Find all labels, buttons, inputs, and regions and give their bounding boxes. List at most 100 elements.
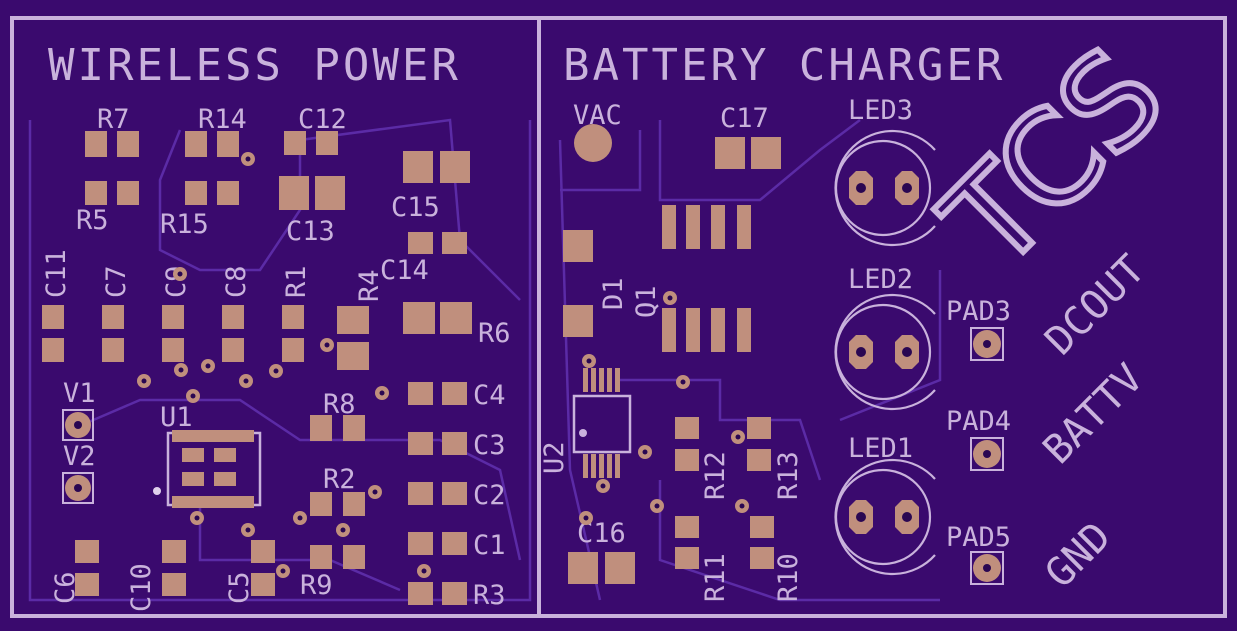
- c2-pad-1: [408, 482, 433, 505]
- r8-pad-1: [310, 415, 332, 441]
- q1-pad-5: [662, 308, 676, 352]
- vac-label: VAC: [573, 100, 622, 131]
- battery-charger-title: BATTERY CHARGER: [563, 40, 1005, 91]
- r8-label: R8: [323, 389, 356, 420]
- c6-label: C6: [50, 571, 81, 604]
- u2-pin-b5: [615, 454, 620, 478]
- vac-pad: [574, 124, 612, 162]
- c4-label: C4: [473, 380, 506, 411]
- c7-pad-2: [102, 338, 124, 362]
- pad3: PAD3: [946, 296, 1011, 361]
- c12-pad-2: [316, 131, 338, 155]
- led2-label: LED2: [848, 264, 913, 295]
- u1-label: U1: [160, 402, 193, 433]
- q1-pad-2: [686, 205, 700, 249]
- r5-pad-2: [117, 181, 139, 205]
- c17-label: C17: [720, 103, 769, 134]
- r7-pad-1: [85, 131, 107, 157]
- q1-label: Q1: [631, 285, 662, 318]
- pad5-label: PAD5: [946, 522, 1011, 553]
- c8-pad-1: [222, 305, 244, 329]
- c4-pad-2: [442, 382, 467, 405]
- d1-pad-1: [563, 230, 593, 262]
- c6-pad-1: [75, 540, 99, 563]
- u2-label: U2: [539, 441, 570, 474]
- r2-label: R2: [323, 464, 356, 495]
- u2-pin-t3: [599, 368, 604, 392]
- r14-pad-1: [185, 131, 207, 157]
- r1-pad-2: [282, 338, 304, 362]
- left-components: R7 R14 C12 R5 R15 C13 C15 C14 R6: [41, 104, 511, 612]
- u2-outline: [572, 394, 632, 454]
- r9-label: R9: [300, 570, 333, 601]
- r1-label: R1: [281, 265, 312, 298]
- u2-pin-t2: [591, 368, 596, 392]
- r3-pad-1: [408, 582, 433, 605]
- pad3-label: PAD3: [946, 296, 1011, 327]
- u2-pin-b1: [583, 454, 588, 478]
- v1-outline: [62, 409, 94, 441]
- c17-pad-1: [715, 137, 745, 169]
- r3-pad-2: [442, 582, 467, 605]
- q1-pad-3: [711, 205, 725, 249]
- r10-pad-2: [750, 547, 774, 569]
- r9-pad-2: [343, 545, 365, 569]
- r13-pad-2: [747, 449, 771, 471]
- u2-pin-t1: [583, 368, 588, 392]
- r4-pad-2: [337, 342, 369, 370]
- c5-pad-2: [251, 573, 275, 596]
- r5-label: R5: [76, 205, 109, 236]
- c10-pad-1: [162, 540, 186, 563]
- r15-label: R15: [160, 209, 209, 240]
- q1-pad-6: [686, 308, 700, 352]
- c8-pad-2: [222, 338, 244, 362]
- c4-pad-1: [408, 382, 433, 405]
- c17-pad-2: [751, 137, 781, 169]
- c5-label: C5: [224, 571, 255, 604]
- led1-lens: [834, 468, 932, 566]
- r7-pad-2: [117, 131, 139, 157]
- r12-pad-1: [675, 417, 699, 439]
- q1-pad-1: [662, 205, 676, 249]
- c3-label: C3: [473, 430, 506, 461]
- vias-left: [137, 152, 431, 578]
- r14-pad-2: [217, 131, 239, 157]
- led1: LED1: [834, 433, 936, 576]
- pad5: PAD5: [946, 522, 1011, 585]
- r10-pad-1: [750, 516, 774, 538]
- r12-label: R12: [700, 451, 731, 500]
- u1-pad-b: [214, 448, 236, 462]
- d1-label: D1: [598, 277, 629, 310]
- v1-drill: [74, 421, 82, 429]
- c11-label: C11: [41, 249, 72, 298]
- c14-label: C14: [380, 255, 429, 286]
- c1-pad-1: [408, 532, 433, 555]
- u1-pad-d: [214, 472, 236, 486]
- c8-label: C8: [221, 265, 252, 298]
- c7-pad-1: [102, 305, 124, 329]
- r5-pad-1: [85, 181, 107, 205]
- led3: LED3: [834, 95, 936, 247]
- c13-pad-2: [315, 176, 345, 210]
- r10-label: R10: [773, 553, 804, 602]
- c12-pad-1: [284, 131, 306, 155]
- u2-pin-t4: [607, 368, 612, 392]
- c2-pad-2: [442, 482, 467, 505]
- c13-pad-1: [279, 176, 309, 210]
- vias-right: [579, 291, 749, 525]
- u1-bottom-pads: [172, 496, 254, 508]
- r6-pad-2: [440, 302, 472, 334]
- r15-pad-1: [185, 181, 207, 205]
- r3-label: R3: [473, 580, 506, 611]
- pad4: PAD4: [946, 406, 1011, 471]
- q1-pad-7: [711, 308, 725, 352]
- gnd-label: GND: [1037, 513, 1121, 597]
- u2-pin-b2: [591, 454, 596, 478]
- v1-label: V1: [63, 378, 96, 409]
- c2-label: C2: [473, 480, 506, 511]
- wireless-power-title: WIRELESS POWER: [48, 40, 461, 91]
- c3-pad-1: [408, 432, 433, 455]
- u2-pin-t5: [615, 368, 620, 392]
- u1-pin1-dot: [153, 487, 161, 495]
- r6-label: R6: [478, 318, 511, 349]
